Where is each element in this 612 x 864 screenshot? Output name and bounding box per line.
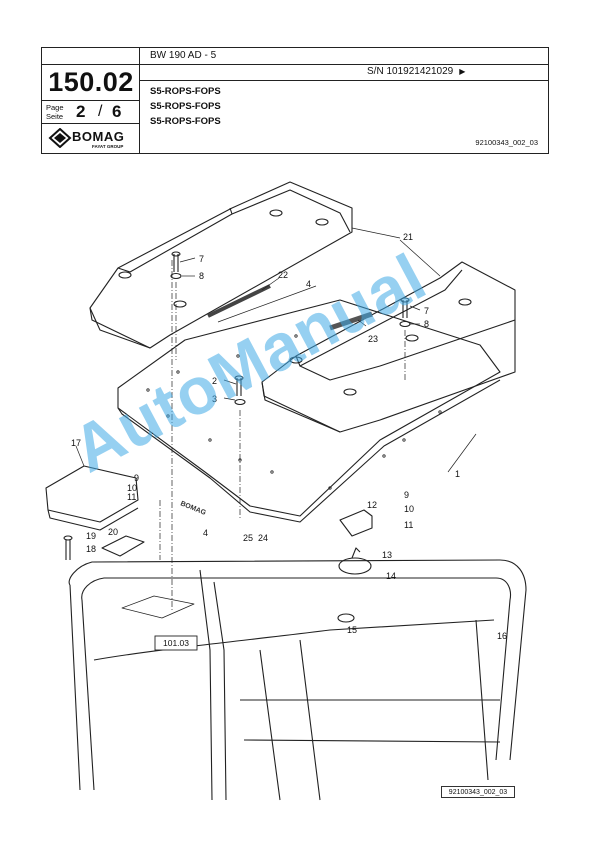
callout: 9 (134, 473, 139, 483)
serial-number: S/N 101921421029 ▶ (367, 66, 465, 77)
callout: 8 (199, 271, 204, 281)
footer-image-reference: 92100343_002_03 (441, 786, 515, 798)
assembly-title: S5-ROPS-FOPS (150, 101, 221, 112)
exploded-parts-drawing: 1 2 3 4 4 7 7 8 8 9 9 10 10 11 11 12 13 … (45, 181, 527, 801)
page-label-en: Page (46, 103, 64, 112)
divider (42, 123, 139, 124)
callout: 13 (382, 550, 392, 560)
callout: 1 (455, 469, 460, 479)
divider (42, 64, 139, 65)
callout: 24 (258, 533, 268, 543)
callout: 22 (278, 270, 288, 280)
callout: 7 (199, 254, 204, 264)
machine-model: BW 190 AD - 5 (150, 50, 217, 61)
reference-box-label: 101.03 (163, 638, 189, 648)
play-arrow-icon: ▶ (459, 67, 466, 76)
callout: 18 (86, 544, 96, 554)
callout: 14 (386, 571, 396, 581)
callout: 7 (424, 306, 429, 316)
callout: 2 (212, 376, 217, 386)
callout: 25 (243, 533, 253, 543)
callout: 9 (404, 490, 409, 500)
divider (42, 100, 139, 101)
page-label-de: Seite (46, 112, 64, 121)
callout: 15 (347, 625, 357, 635)
callout: 23 (368, 334, 378, 344)
page-label: Page Seite (46, 103, 64, 121)
logo-text: BOMAG (72, 129, 125, 144)
callout: 17 (71, 438, 81, 448)
assembly-titles: S5-ROPS-FOPS S5-ROPS-FOPS S5-ROPS-FOPS (150, 84, 221, 129)
assembly-title: S5-ROPS-FOPS (150, 86, 221, 97)
divider (139, 48, 140, 153)
callout: 4 (306, 279, 311, 289)
reference-box (154, 635, 198, 651)
callout: 20 (108, 527, 118, 537)
callout: 3 (212, 394, 217, 404)
header-table: BW 190 AD - 5 S/N 101921421029 ▶ S5-ROPS-… (41, 47, 549, 154)
group-number: 150.02 (48, 67, 134, 97)
callout: 11 (127, 492, 136, 502)
image-reference: 92100343_002_03 (475, 138, 538, 147)
callout: 16 (497, 631, 507, 641)
assembly-title: S5-ROPS-FOPS (150, 116, 221, 127)
page-total: 6 (112, 102, 122, 121)
page-current: 2 (76, 102, 86, 121)
callout: 10 (404, 504, 414, 514)
callout-labels: 1 2 3 4 4 7 7 8 8 9 9 10 10 11 11 12 13 … (71, 232, 507, 641)
callout: 11 (404, 520, 413, 530)
bomag-logo: BOMAG FAYAT GROUP (48, 127, 136, 150)
divider (139, 80, 548, 81)
callout: 19 (86, 531, 96, 541)
logo-subtext: FAYAT GROUP (92, 144, 124, 149)
divider (139, 64, 548, 65)
serial-text: S/N 101921421029 (367, 66, 454, 77)
callout: 10 (127, 483, 137, 493)
bomag-emblem-icon (48, 127, 72, 149)
sticker-text: BOMAG (179, 500, 207, 517)
callout: 12 (367, 500, 377, 510)
callout: 8 (424, 319, 429, 329)
callout: 4 (203, 528, 208, 538)
page-separator: / (98, 103, 103, 120)
callout: 21 (403, 232, 413, 242)
